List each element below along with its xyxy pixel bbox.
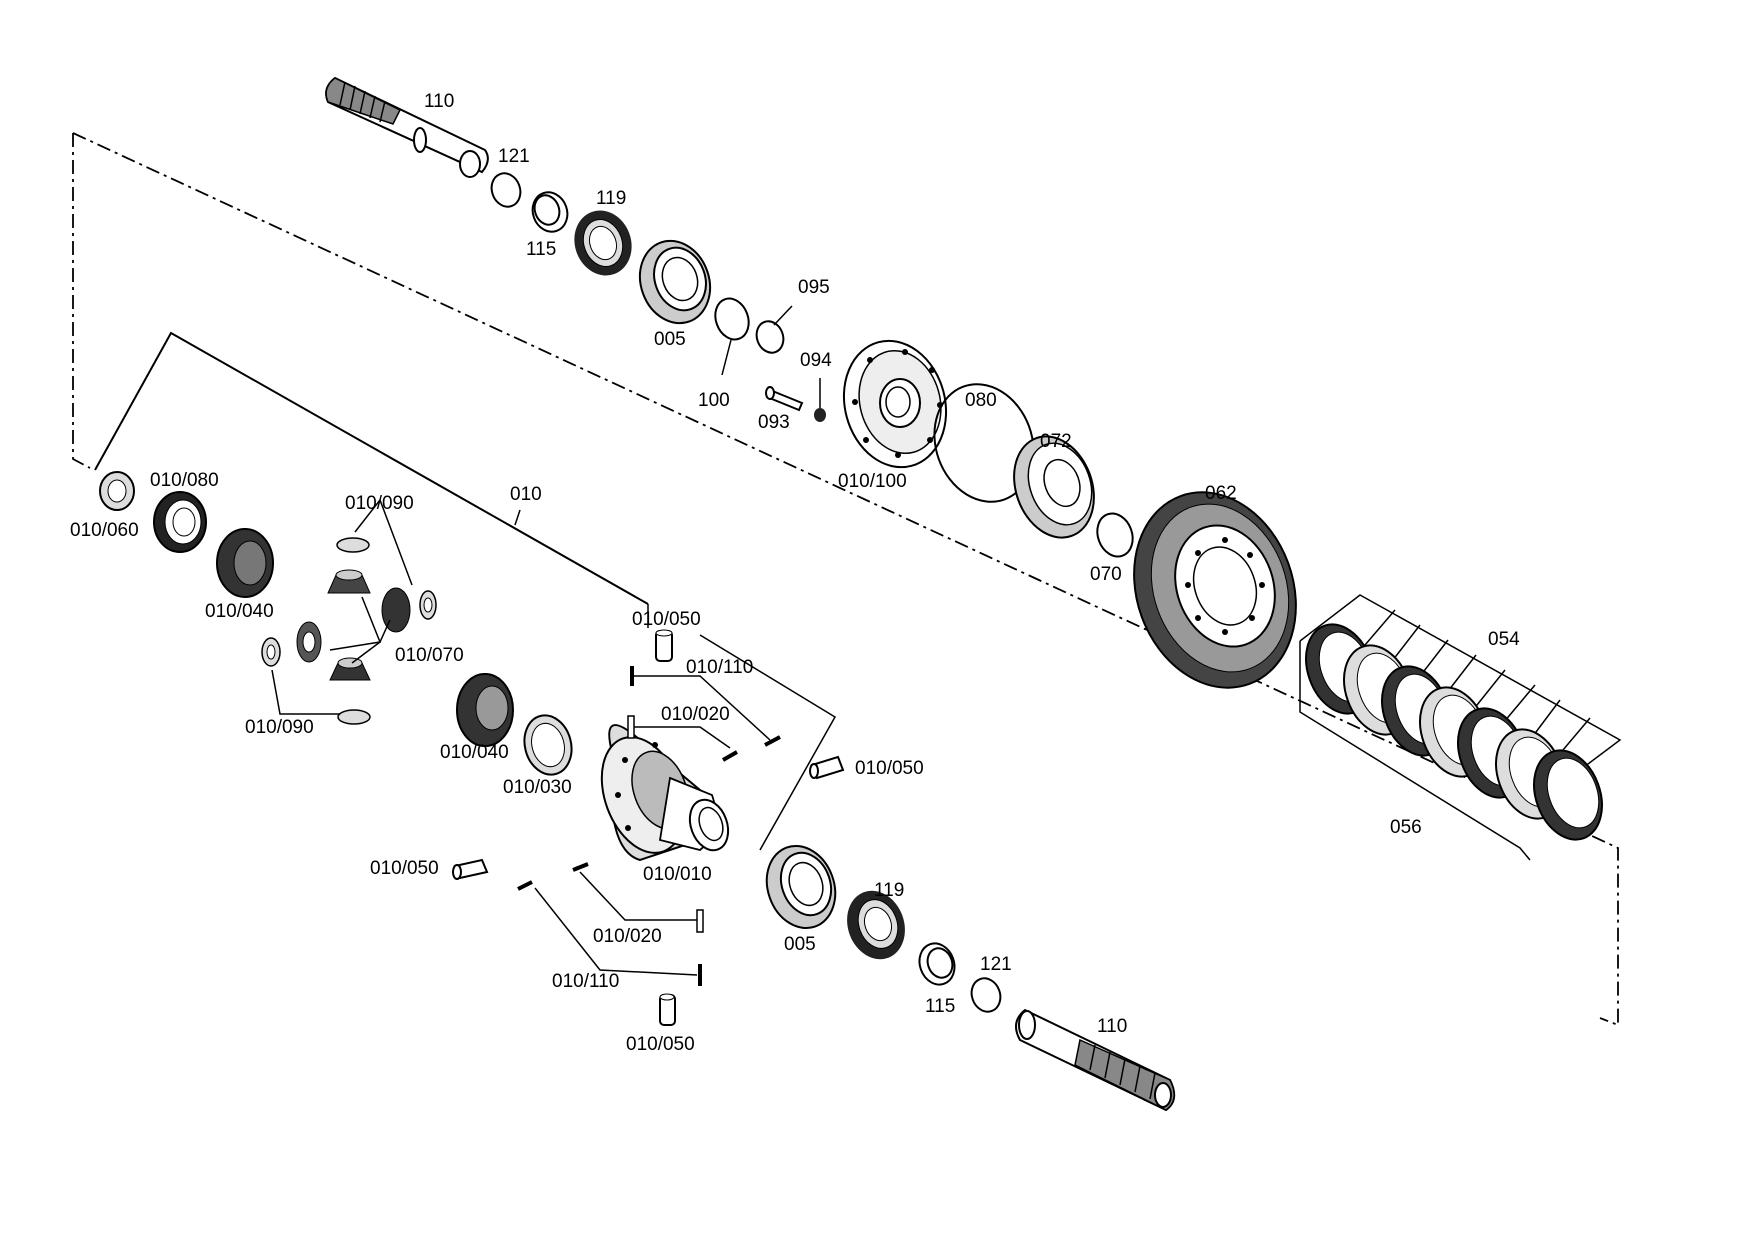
label-seal-119-bottom: 119 bbox=[874, 880, 904, 901]
label-side-gear-010-040-top: 010/040 bbox=[205, 601, 274, 622]
pin-dash-c bbox=[517, 880, 533, 891]
side-gear-010-040-top bbox=[216, 528, 274, 598]
label-pin-010-110-a: 010/110 bbox=[686, 657, 753, 678]
label-ring-115-bottom: 115 bbox=[925, 996, 955, 1017]
label-washer-010-060: 010/060 bbox=[70, 520, 139, 541]
bevel-gear-062 bbox=[1133, 491, 1297, 689]
pin-dash-b bbox=[764, 735, 781, 747]
label-shaft-110-bottom: 110 bbox=[1097, 1016, 1127, 1037]
pin-010-020-top bbox=[627, 715, 635, 739]
pin-010-020-bottom bbox=[696, 909, 704, 933]
label-pin-010-050-d: 010/050 bbox=[626, 1034, 695, 1055]
washer-010-090-c bbox=[261, 637, 281, 667]
label-ring-115-top: 115 bbox=[526, 239, 556, 260]
label-bolt-093: 093 bbox=[758, 412, 790, 433]
bearing-005-top bbox=[638, 239, 712, 325]
pin-leaders bbox=[534, 634, 837, 976]
label-snap-ring-121-bottom: 121 bbox=[980, 954, 1012, 975]
label-pin-010-020-b: 010/020 bbox=[593, 926, 662, 947]
ring-115-bottom bbox=[918, 942, 956, 986]
label-bearing-005-top: 005 bbox=[654, 329, 686, 350]
nut-094 bbox=[814, 408, 826, 422]
label-bevel-gear-062: 062 bbox=[1205, 483, 1237, 504]
pin-010-050-bottom bbox=[659, 993, 676, 1026]
label-bearing-010-080: 010/080 bbox=[150, 470, 219, 491]
pinion-leaders bbox=[271, 498, 413, 715]
washer-010-090-d bbox=[337, 709, 371, 725]
label-snap-ring-121-top: 121 bbox=[498, 146, 530, 167]
label-o-ring-080: 080 bbox=[965, 390, 997, 411]
label-housing-010-010: 010/010 bbox=[643, 864, 712, 885]
label-shaft-110-top: 110 bbox=[424, 91, 454, 112]
label-pin-010-020-a: 010/020 bbox=[661, 704, 730, 725]
label-pin-010-050-b: 010/050 bbox=[855, 758, 924, 779]
label-pin-010-110-b: 010/110 bbox=[552, 971, 619, 992]
label-thrust-washer-010-030: 010/030 bbox=[503, 777, 572, 798]
label-o-ring-095: 095 bbox=[798, 277, 830, 298]
label-pin-010-050-a: 010/050 bbox=[632, 609, 701, 630]
bearing-010-080 bbox=[153, 491, 207, 553]
pin-dash-a bbox=[722, 750, 738, 762]
bearing-005-bottom bbox=[765, 844, 837, 930]
label-washer-010-090-top: 010/090 bbox=[345, 493, 414, 514]
bolt-093 bbox=[765, 386, 804, 412]
label-ring-070: 070 bbox=[1090, 564, 1122, 585]
washer-010-090-b bbox=[419, 590, 437, 620]
thrust-washer-010-030 bbox=[523, 714, 573, 776]
label-o-ring-100: 100 bbox=[698, 390, 730, 411]
label-washer-072: 072 bbox=[1040, 431, 1072, 452]
o-ring-100 bbox=[714, 297, 750, 341]
label-side-gear-010-040-bottom: 010/040 bbox=[440, 742, 509, 763]
washer-010-060 bbox=[99, 471, 135, 511]
diff-housing-010-010 bbox=[600, 724, 730, 862]
group-010-bracket bbox=[94, 331, 649, 628]
shaft-110-top bbox=[325, 76, 489, 178]
label-bearing-005-bottom: 005 bbox=[784, 934, 816, 955]
o-ring-080 bbox=[933, 383, 1035, 503]
pinion-gear-d bbox=[329, 657, 371, 681]
label-assembly-010: 010 bbox=[510, 484, 542, 505]
pin-010-050-top bbox=[655, 629, 673, 662]
o-ring-095 bbox=[755, 320, 785, 354]
label-pinions-010-070: 010/070 bbox=[395, 645, 464, 666]
cover-010-100 bbox=[842, 339, 948, 469]
label-discs-056: 056 bbox=[1390, 817, 1422, 838]
pin-dash-d bbox=[572, 862, 589, 872]
label-washer-010-090-bottom: 010/090 bbox=[245, 717, 314, 738]
washer-072 bbox=[1013, 435, 1095, 539]
snap-ring-121-top bbox=[490, 172, 522, 208]
seal-119-top bbox=[574, 210, 632, 276]
label-discs-054: 054 bbox=[1488, 629, 1520, 650]
part-labels: 110 121 115 119 005 100 095 093 094 010/… bbox=[70, 91, 1520, 1055]
shaft-110-bottom bbox=[1015, 1008, 1176, 1112]
label-nut-094: 094 bbox=[800, 350, 832, 371]
pinion-gear-c bbox=[296, 621, 322, 663]
disc-pack-054-056 bbox=[1299, 594, 1622, 861]
label-cover-010-100: 010/100 bbox=[838, 471, 907, 492]
ring-070 bbox=[1096, 512, 1134, 558]
label-seal-119-top: 119 bbox=[596, 188, 626, 209]
label-pin-010-050-c: 010/050 bbox=[370, 858, 439, 879]
assembly-frame-dashdot bbox=[72, 132, 1619, 1027]
washer-010-090-a bbox=[336, 537, 370, 553]
ring-115-top bbox=[531, 191, 569, 233]
pinion-gear-a bbox=[327, 569, 371, 594]
pin-010-050-left bbox=[452, 858, 489, 880]
seal-119-bottom bbox=[847, 890, 905, 960]
side-gear-010-040-bottom bbox=[456, 673, 514, 747]
pinion-gear-b bbox=[381, 587, 411, 633]
snap-ring-121-bottom bbox=[970, 977, 1002, 1013]
pin-010-050-right bbox=[809, 755, 845, 780]
label-leaders bbox=[721, 305, 821, 408]
